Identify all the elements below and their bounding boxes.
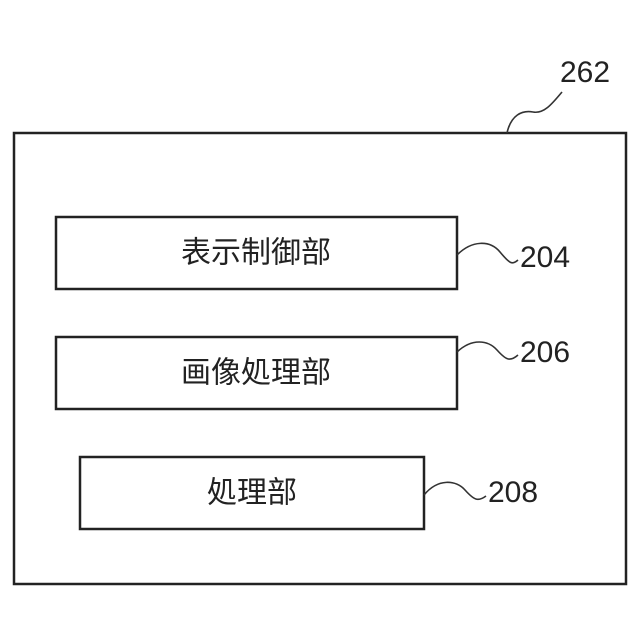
image-processing-unit-leader-line (457, 342, 518, 359)
outer-frame-ref-label: 262 (560, 56, 610, 89)
processing-unit-ref-label: 208 (488, 476, 538, 509)
outer-frame-leader-line (507, 92, 562, 133)
image-processing-unit-ref-label: 206 (520, 336, 570, 369)
image-processing-unit-label: 画像処理部 (181, 356, 331, 391)
display-control-unit-ref-label: 204 (520, 241, 570, 274)
display-control-unit-leader-line (457, 243, 518, 262)
processing-unit-leader-line (424, 482, 486, 499)
display-control-unit-label: 表示制御部 (181, 236, 331, 271)
processing-unit-label: 処理部 (207, 476, 297, 511)
